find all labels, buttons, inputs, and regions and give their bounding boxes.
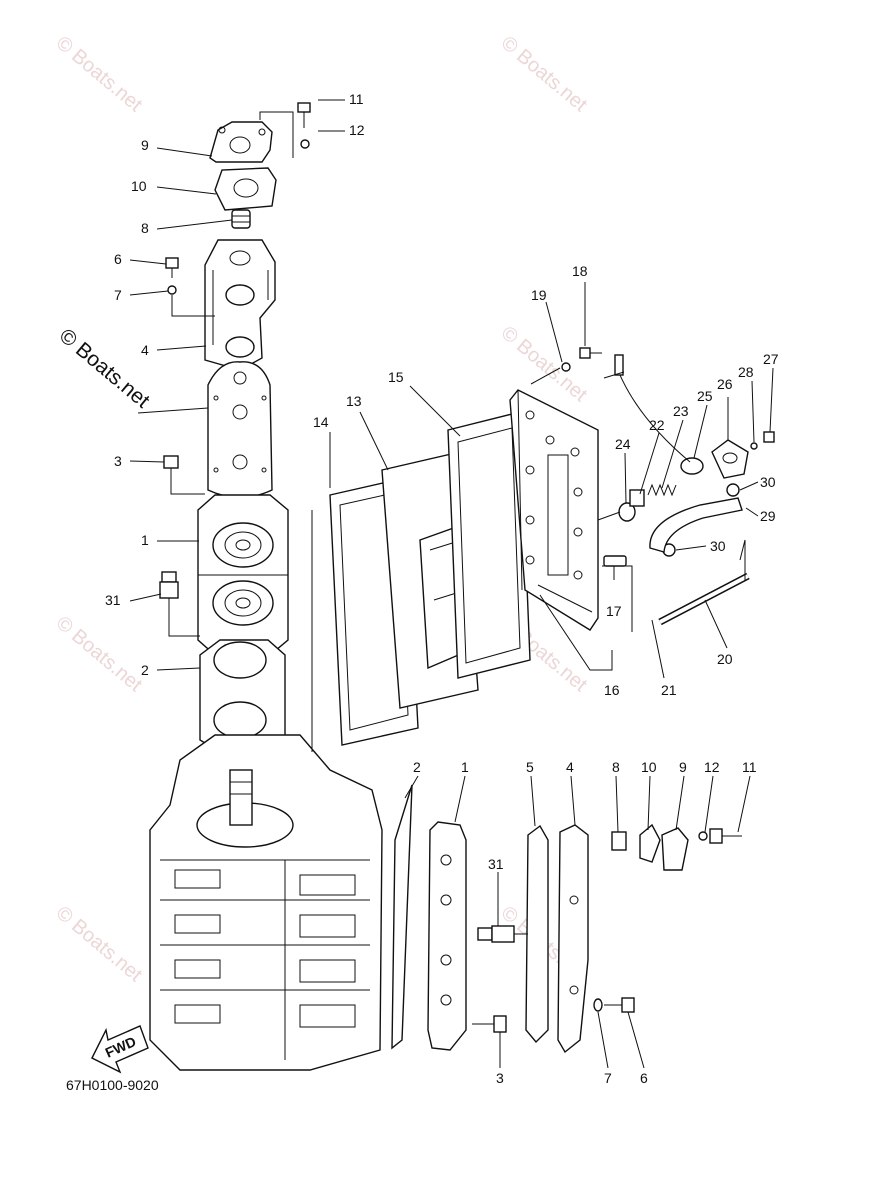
callouts-side: 2 1 5 4 8 10 9 12 11 31 3 7 6	[413, 759, 757, 1086]
thermostat-assembly	[561, 347, 775, 626]
exhaust-manifold	[509, 389, 599, 631]
callout: 17	[606, 603, 622, 619]
callout: 6	[114, 251, 122, 267]
callout: 31	[105, 592, 121, 608]
exhaust-cover-plates	[329, 411, 531, 746]
callout: 30	[710, 538, 726, 554]
callouts-exploded: 11 12 9 10 8 6 7 4 3 1 31 2 14 13 15 18 …	[105, 91, 779, 698]
callout: 8	[612, 759, 620, 775]
callout: 18	[572, 263, 588, 279]
callout: 10	[131, 178, 147, 194]
callout: 4	[566, 759, 574, 775]
callout: 7	[114, 287, 122, 303]
svg-text:© Boats.net: © Boats.net	[52, 612, 147, 696]
callout: 25	[697, 388, 713, 404]
callout: 19	[531, 287, 547, 303]
engine-block	[149, 734, 383, 1071]
callout: 24	[615, 436, 631, 452]
drawing-code: 67H0100-9020	[66, 1077, 159, 1093]
callout: 11	[742, 759, 757, 775]
callout: 30	[760, 474, 776, 490]
callout: 15	[388, 369, 404, 385]
callout: 2	[141, 662, 149, 678]
callout: 9	[141, 137, 149, 153]
callout: 3	[114, 453, 122, 469]
callout: 9	[679, 759, 687, 775]
callout: 21	[661, 682, 677, 698]
callout: 1	[141, 532, 149, 548]
callout: 10	[641, 759, 657, 775]
callout: 12	[349, 122, 365, 138]
callout: 8	[141, 220, 149, 236]
callout: 6	[640, 1070, 648, 1086]
callout: 16	[604, 682, 620, 698]
callout: 20	[717, 651, 733, 667]
fwd-arrow: FWD	[91, 1025, 149, 1074]
cooling-cover-stack	[197, 121, 289, 753]
callout: 23	[673, 403, 689, 419]
callout: 4	[141, 342, 149, 358]
callout: 29	[760, 508, 776, 524]
callout: 7	[604, 1070, 612, 1086]
callout: 12	[704, 759, 720, 775]
callout: 27	[763, 351, 779, 367]
svg-text:© Boats.net: © Boats.net	[55, 324, 154, 412]
callout: 22	[649, 417, 665, 433]
callout: 26	[717, 376, 733, 392]
svg-text:© Boats.net: © Boats.net	[497, 322, 592, 406]
callout: 13	[346, 393, 362, 409]
callout: 11	[349, 91, 364, 107]
svg-text:© Boats.net: © Boats.net	[52, 902, 147, 986]
svg-text:© Boats.net: © Boats.net	[497, 32, 592, 116]
callout: 5	[526, 759, 534, 775]
callout: 28	[738, 364, 754, 380]
side-view-parts	[391, 784, 742, 1054]
callout: 31	[488, 856, 504, 872]
leader-lines	[129, 99, 774, 1069]
svg-text:© Boats.net: © Boats.net	[52, 32, 147, 116]
callout: 1	[461, 759, 469, 775]
callout: 3	[496, 1070, 504, 1086]
callout: 2	[413, 759, 421, 775]
left-fasteners	[159, 102, 311, 612]
callout: 14	[313, 414, 329, 430]
